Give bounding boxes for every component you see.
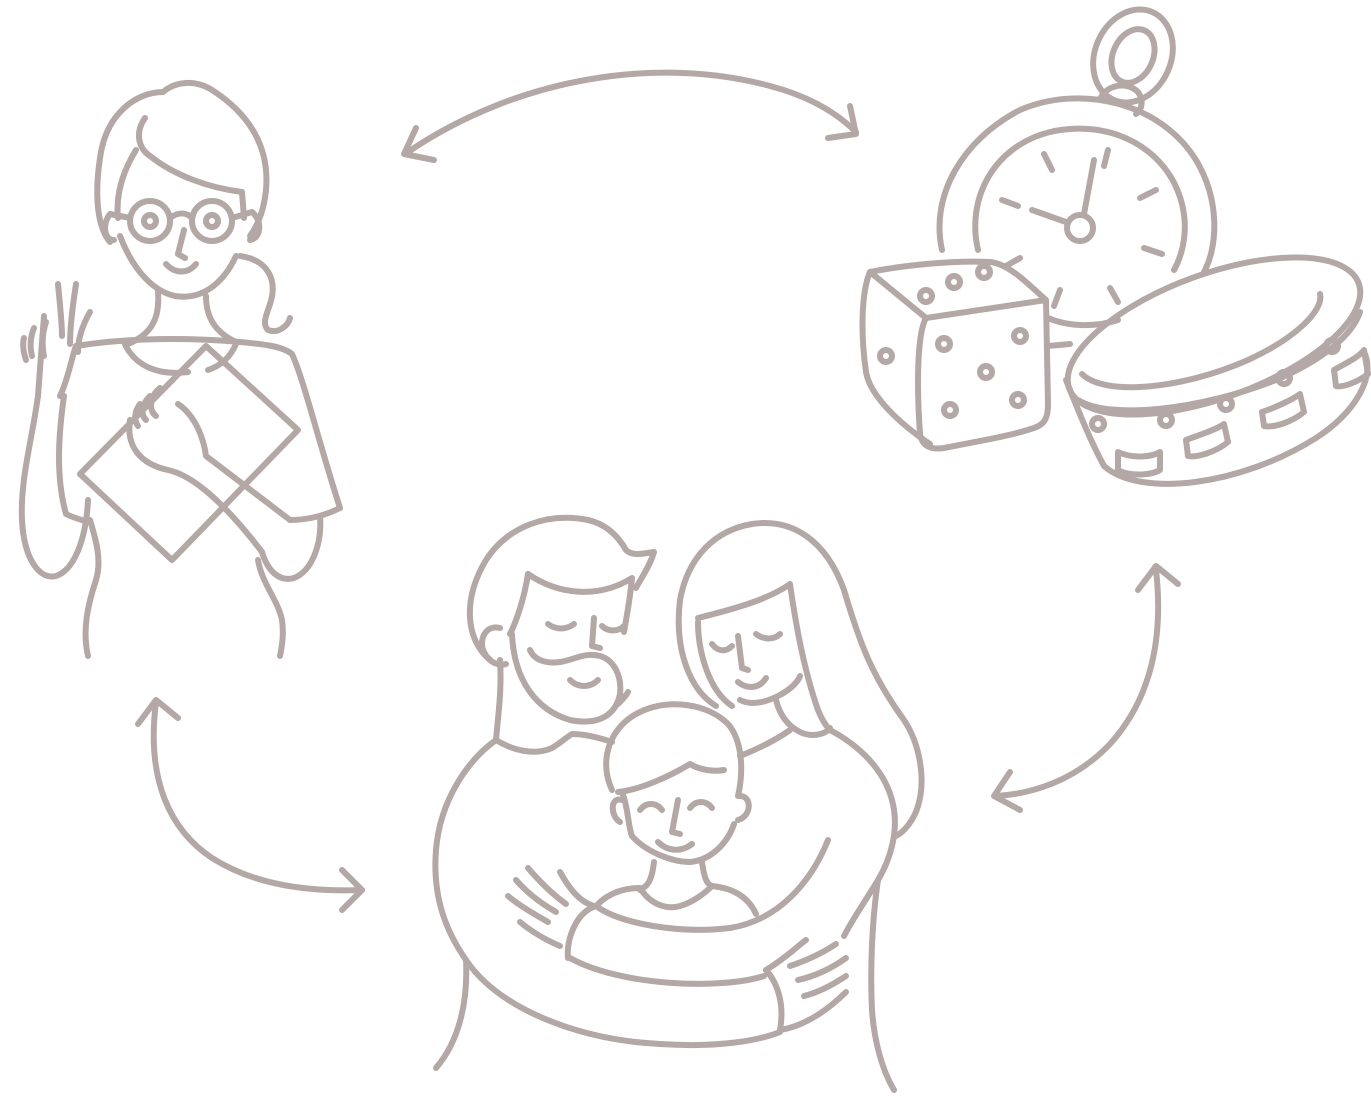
- woman-with-glasses-holding-paper-icon: [22, 83, 340, 656]
- stopwatch-dice-tambourine-icon: [863, 0, 1371, 484]
- family-hug-icon: [435, 518, 921, 1090]
- double-headed-arrow-icon: [404, 73, 856, 160]
- double-headed-arrow-icon: [138, 700, 362, 910]
- double-headed-arrow-icon: [994, 566, 1178, 810]
